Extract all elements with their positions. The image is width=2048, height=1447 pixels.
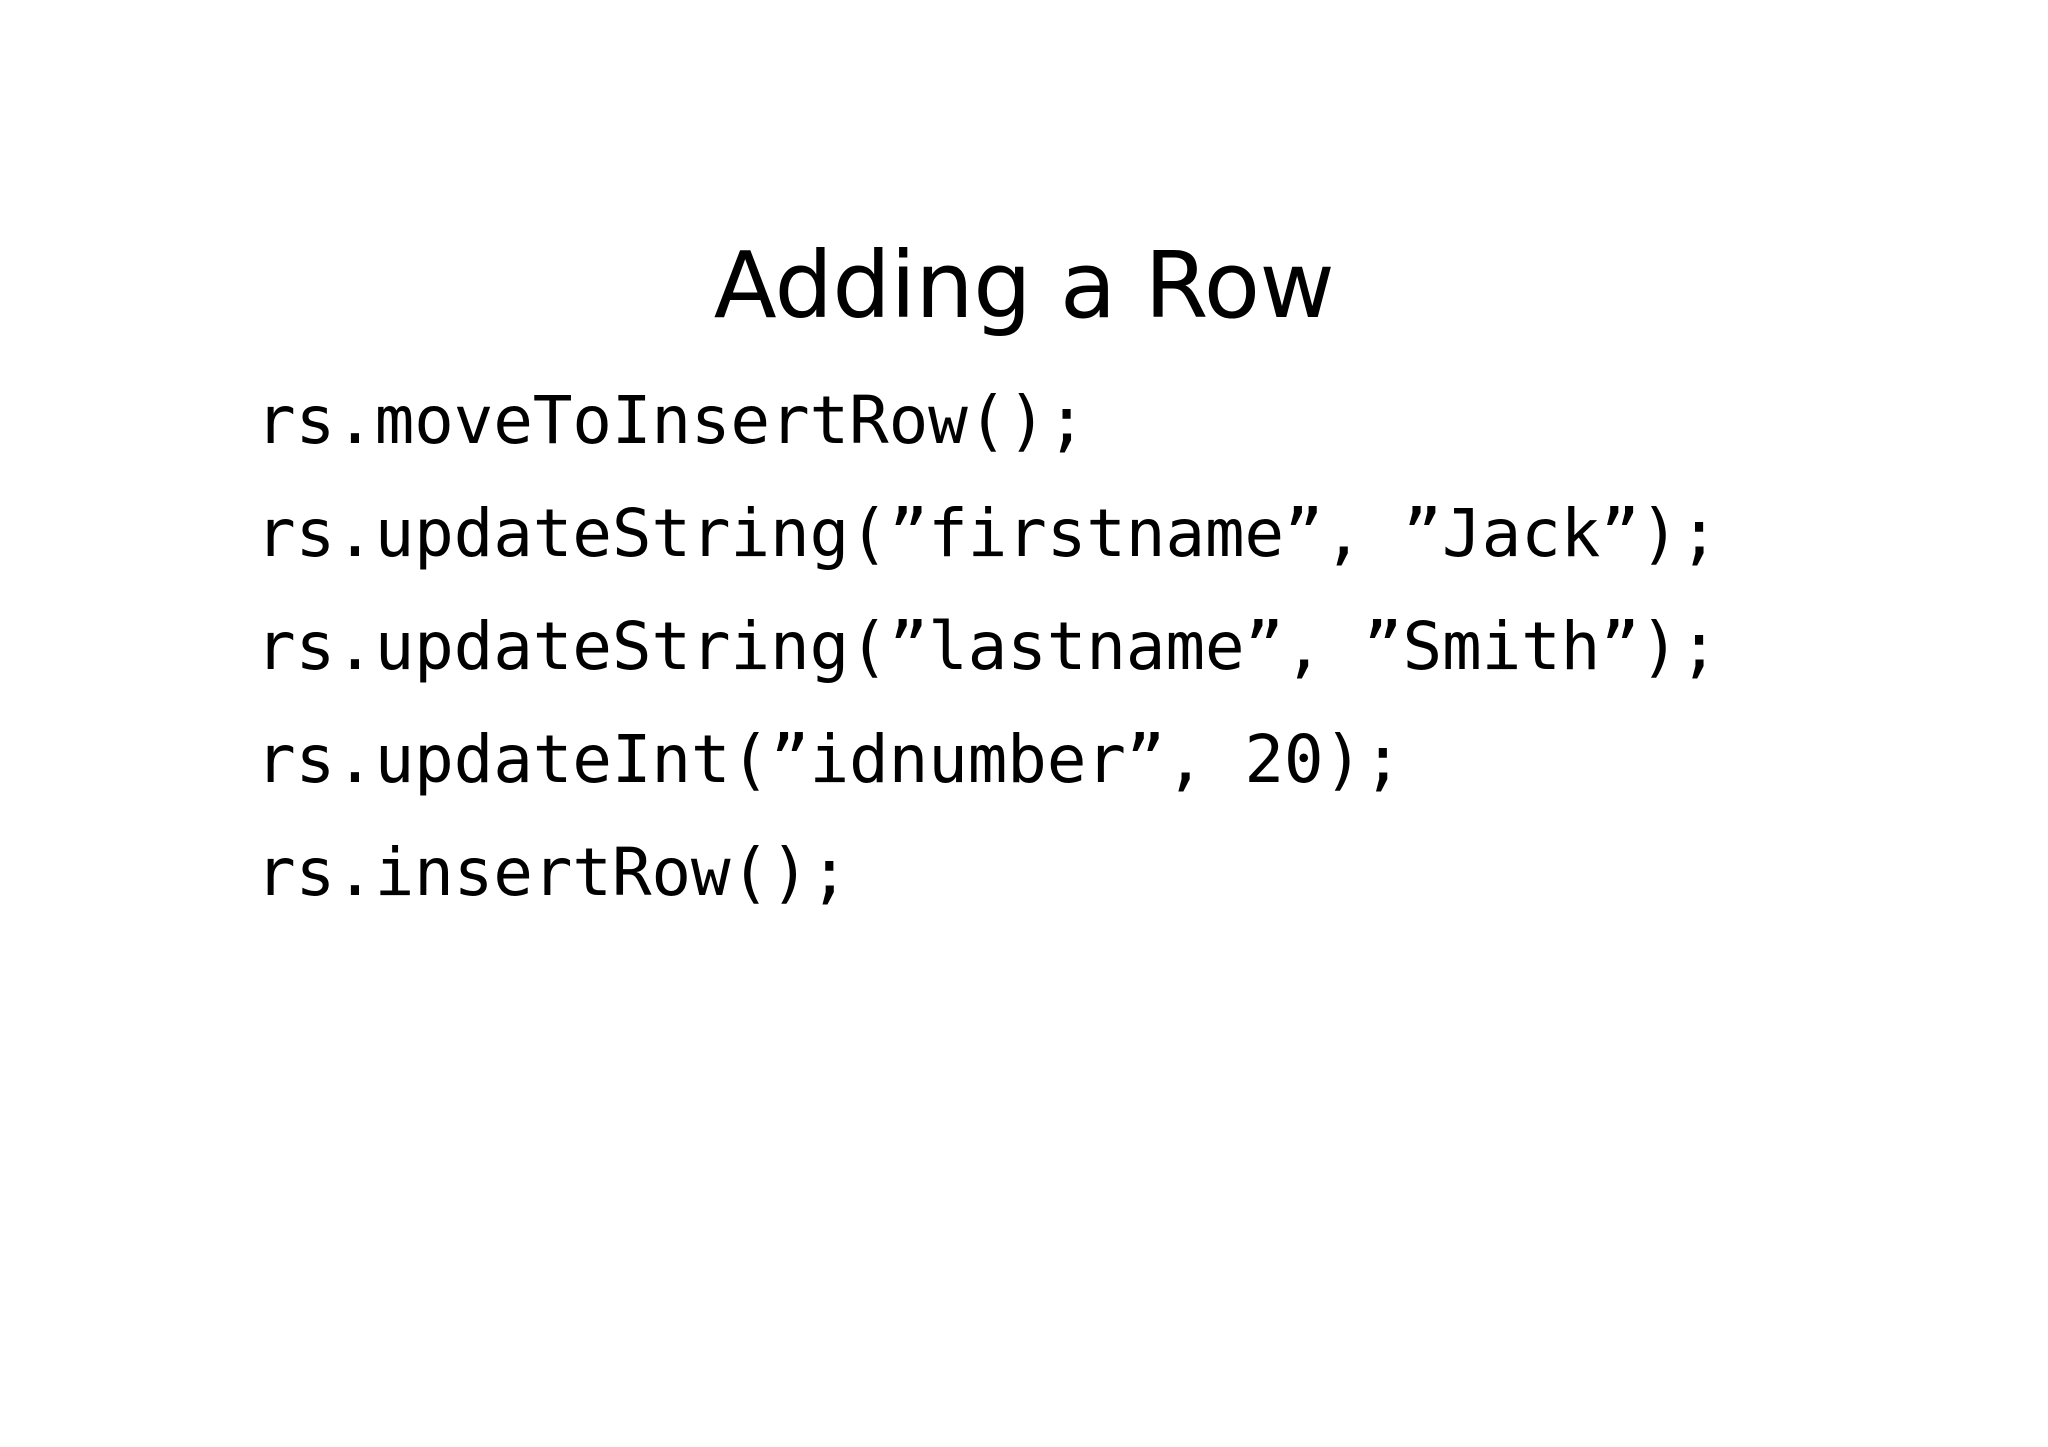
code-line: rs.updateInt(”idnumber”, 20); (256, 721, 1403, 798)
code-line: rs.updateString(”firstname”, ”Jack”); (256, 495, 1719, 572)
code-line: rs.insertRow(); (256, 834, 850, 911)
page-title: Adding a Row (713, 231, 1335, 339)
code-line: rs.updateString(”lastname”, ”Smith”); (256, 608, 1719, 685)
code-line: rs.moveToInsertRow(); (256, 382, 1087, 459)
code-block: rs.moveToInsertRow(); rs.updateString(”f… (256, 364, 1956, 929)
